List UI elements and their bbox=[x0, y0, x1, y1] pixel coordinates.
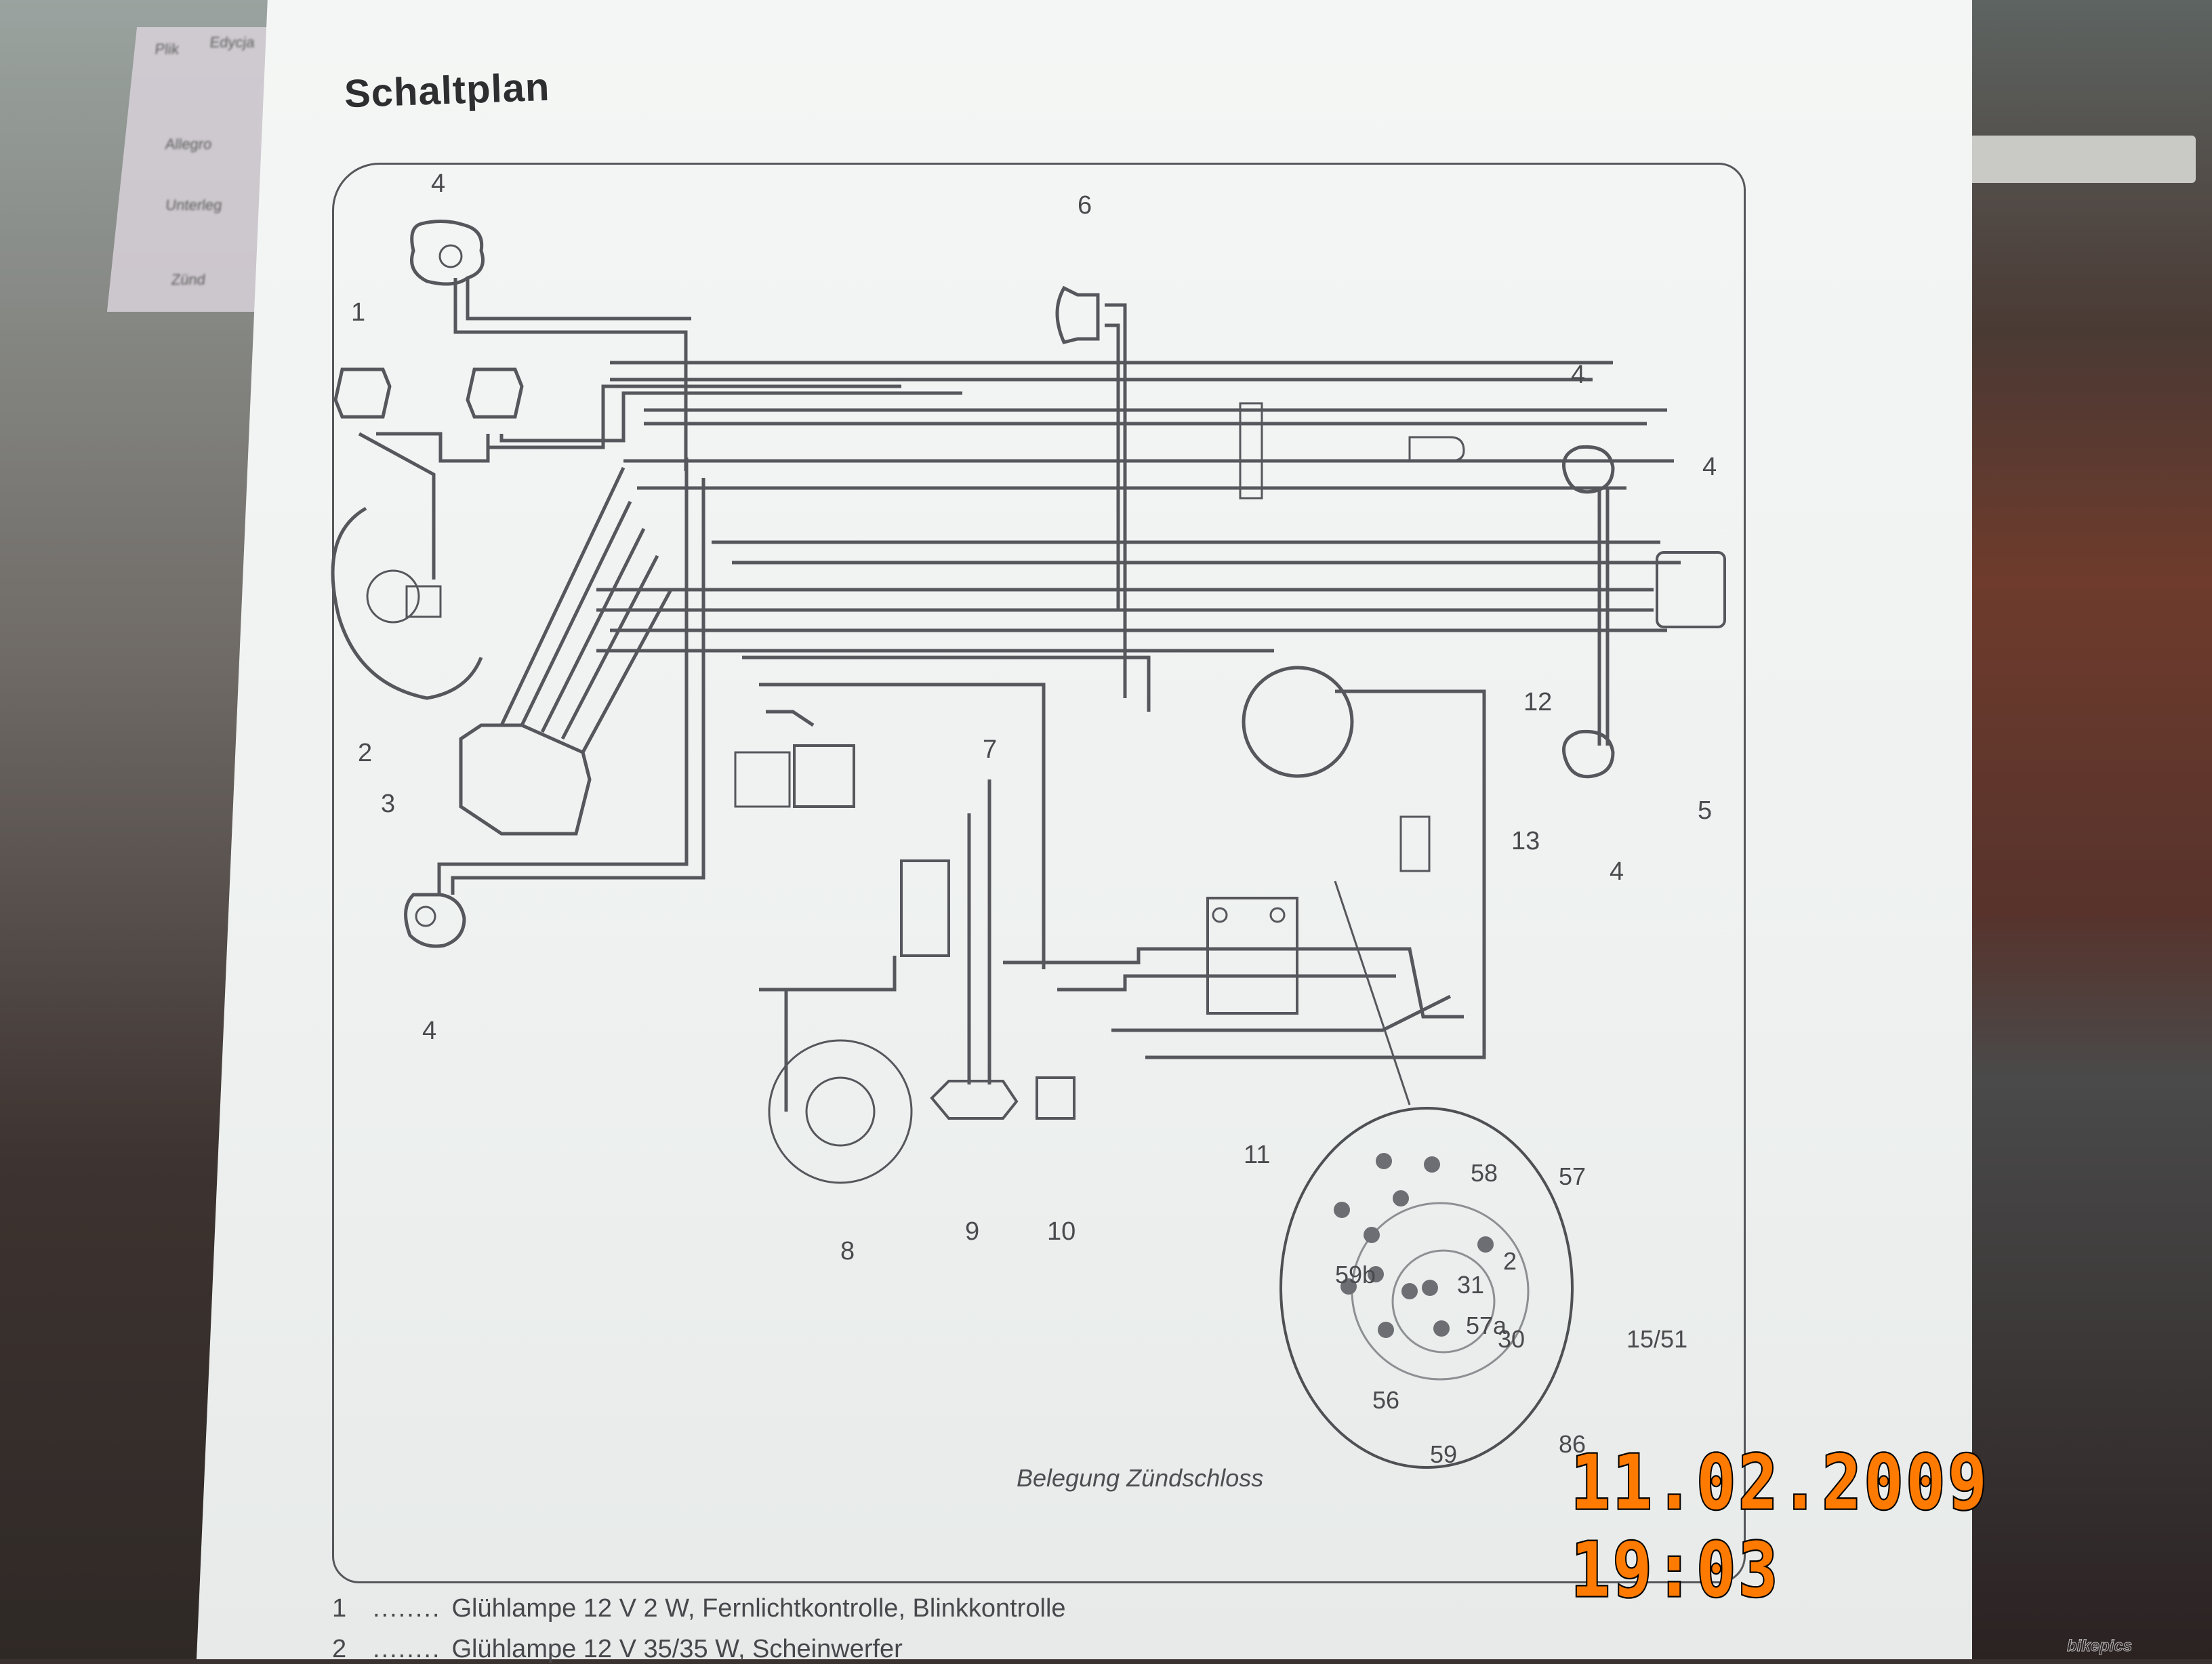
component-label: 10 bbox=[1047, 1217, 1076, 1246]
legend-item: 1........ Glühlampe 12 V 2 W, Fernlichtko… bbox=[332, 1594, 1066, 1623]
component-label: 12 bbox=[1523, 688, 1553, 716]
component-label: 8 bbox=[840, 1237, 855, 1265]
lamp-icon bbox=[404, 893, 466, 948]
component-label: 1 bbox=[351, 298, 366, 327]
fuse-box-icon bbox=[900, 859, 950, 957]
component-label: 13 bbox=[1511, 827, 1540, 855]
stator-icon bbox=[768, 1039, 913, 1184]
starter-relay-icon bbox=[1036, 1076, 1076, 1120]
ignition-pin-label: 31 bbox=[1457, 1271, 1485, 1299]
ignition-caption: Belegung Zündschloss bbox=[1017, 1464, 1264, 1492]
ignition-pin-label: 30 bbox=[1498, 1325, 1525, 1353]
indicator-lamp-icon bbox=[333, 367, 524, 419]
cdi-unit-icon bbox=[793, 744, 855, 808]
lamp-icon bbox=[410, 219, 485, 286]
ignition-pin-label: 59b bbox=[1335, 1261, 1376, 1288]
component-label: 4 bbox=[1702, 453, 1717, 481]
legend-text: Glühlampe 12 V 35/35 W, Scheinwerfer bbox=[451, 1635, 903, 1663]
component-label: 9 bbox=[965, 1217, 980, 1246]
component-label: 7 bbox=[983, 735, 998, 764]
legend-number: 2 bbox=[332, 1635, 347, 1663]
ignition-pin-label: 58 bbox=[1471, 1159, 1498, 1187]
component-label: 2 bbox=[358, 739, 373, 767]
ignition-pin-label: 56 bbox=[1372, 1386, 1400, 1414]
starter-motor-icon bbox=[930, 1080, 1019, 1120]
legend-number: 1 bbox=[332, 1594, 347, 1623]
legend-dots: ........ bbox=[373, 1635, 441, 1663]
horn-icon bbox=[1055, 285, 1100, 344]
diagram-frame bbox=[332, 163, 1746, 1583]
tail-lamp-icon bbox=[1656, 551, 1726, 628]
lamp-icon bbox=[1562, 445, 1615, 779]
photo-datestamp: 11.02.2009 19:03 bbox=[1570, 1438, 1990, 1615]
component-label: 4 bbox=[1610, 857, 1624, 886]
legend-dots: ........ bbox=[373, 1594, 441, 1623]
background-right bbox=[1938, 0, 2212, 1659]
ignition-pin-label: 15/51 bbox=[1626, 1325, 1688, 1353]
component-label: 4 bbox=[431, 169, 446, 198]
component-label: 4 bbox=[1571, 361, 1586, 389]
ignition-pin-label: 2 bbox=[1503, 1247, 1517, 1275]
legend-text: Glühlampe 12 V 2 W, Fernlichtkontrolle, … bbox=[451, 1594, 1066, 1623]
battery-icon bbox=[1206, 897, 1298, 1015]
headlamp-icon bbox=[331, 506, 483, 700]
relay-icon bbox=[1399, 815, 1431, 872]
background-router bbox=[1965, 136, 2196, 183]
ignition-pin-label: 57a bbox=[1466, 1312, 1507, 1339]
ignition-pin-label: 57 bbox=[1559, 1162, 1586, 1190]
watermark-logo: bikepics bbox=[2066, 1637, 2133, 1656]
ignition-switch-detail bbox=[1279, 1107, 1574, 1469]
component-label: 3 bbox=[381, 790, 396, 818]
component-label: 11 bbox=[1244, 1141, 1271, 1169]
component-label: 6 bbox=[1078, 191, 1092, 220]
component-label: 4 bbox=[422, 1017, 437, 1045]
ignition-pin-label: 86 bbox=[1559, 1430, 1586, 1458]
component-label: 5 bbox=[1698, 796, 1713, 825]
ignition-pin-label: 59 bbox=[1430, 1440, 1458, 1468]
legend-item: 2........ Glühlampe 12 V 35/35 W, Scheinw… bbox=[332, 1635, 903, 1664]
